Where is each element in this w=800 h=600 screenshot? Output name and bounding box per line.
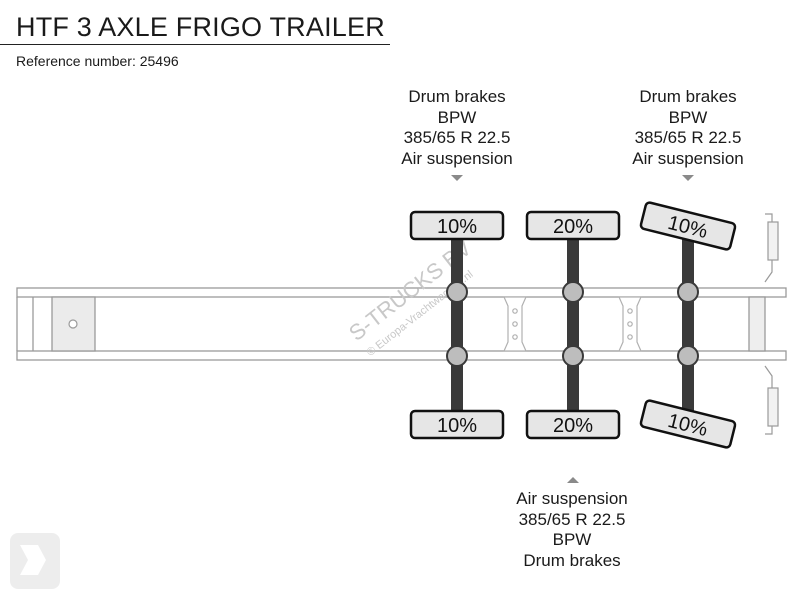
tyre-wear-label: 20% <box>553 216 593 238</box>
axle-2-bottom-tyre: 20% <box>525 409 621 440</box>
reference-number: Reference number: 25496 <box>16 53 179 69</box>
axle-2-spec-line: BPW <box>552 530 592 549</box>
axle-3-spec-line: 385/65 R 22.5 <box>634 128 742 147</box>
axle-2-spec: Air suspension 385/65 R 22.5 BPW Drum br… <box>482 489 662 571</box>
wheel-hub <box>562 345 584 367</box>
axle-3: 10% 10% <box>639 201 737 449</box>
axle-1-spec-line: BPW <box>437 107 477 127</box>
cross-member <box>503 296 527 352</box>
wheel-hub <box>562 281 584 303</box>
axle-3-spec-line: Drum brakes <box>639 87 737 106</box>
axle-2-top-tyre: 20% <box>525 210 621 241</box>
wheel-hub <box>446 281 468 303</box>
wheel-hub <box>446 345 468 367</box>
axle-1-spec-line: Drum brakes <box>408 87 506 106</box>
cross-member <box>618 296 642 352</box>
axle-1: 10% 10% <box>409 210 505 440</box>
kingpin-icon <box>68 319 78 329</box>
axle-1-bottom-tyre: 10% <box>409 409 505 440</box>
axle-3-spec-pointer <box>682 175 694 181</box>
axle-shaft <box>682 236 694 412</box>
axle-2-spec-line: 385/65 R 22.5 <box>518 509 626 529</box>
axle-2-spec-line: Drum brakes <box>523 550 621 570</box>
chassis-frame <box>16 287 787 361</box>
axle-1-spec-pointer <box>451 175 463 181</box>
axle-2-spec-pointer <box>567 477 579 483</box>
axle-1-spec: Drum brakes BPW 385/65 R 22.5 Air suspen… <box>367 87 547 169</box>
tyre-wear-label: 10% <box>437 216 477 238</box>
title-divider <box>0 44 390 45</box>
rear-bumper <box>764 213 779 435</box>
axle-3-spec-line: Air suspension <box>632 148 744 168</box>
axle-shaft <box>567 236 579 412</box>
axle-3-top-tyre: 10% <box>639 201 737 251</box>
site-logo-icon <box>10 533 60 589</box>
wheel-hub <box>677 281 699 303</box>
axle-3-spec-line: BPW <box>668 107 708 127</box>
axle-2: 20% 20% <box>525 210 621 440</box>
wheel-hub <box>677 345 699 367</box>
tyre-wear-label: 20% <box>553 415 593 437</box>
page-title: HTF 3 AXLE FRIGO TRAILER <box>16 12 385 42</box>
axle-2-spec-line: Air suspension <box>516 489 628 508</box>
axle-shaft <box>451 236 463 412</box>
axle-1-spec-line: 385/65 R 22.5 <box>403 128 511 147</box>
axle-1-spec-line: Air suspension <box>401 148 513 168</box>
axle-3-spec: Drum brakes BPW 385/65 R 22.5 Air suspen… <box>598 87 778 169</box>
axle-1-top-tyre: 10% <box>409 210 505 241</box>
tyre-wear-label: 10% <box>437 415 477 437</box>
